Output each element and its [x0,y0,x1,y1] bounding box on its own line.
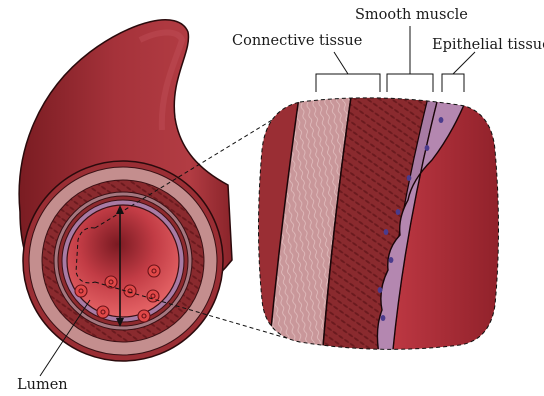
label-epithelial-tissue: Epithelial tissue [432,37,544,53]
label-connective-tissue: Connective tissue [232,33,362,49]
zoom-panel [250,90,510,360]
vessel-cross-section [23,161,223,361]
label-lumen: Lumen [17,377,68,393]
label-smooth-muscle: Smooth muscle [355,7,468,23]
